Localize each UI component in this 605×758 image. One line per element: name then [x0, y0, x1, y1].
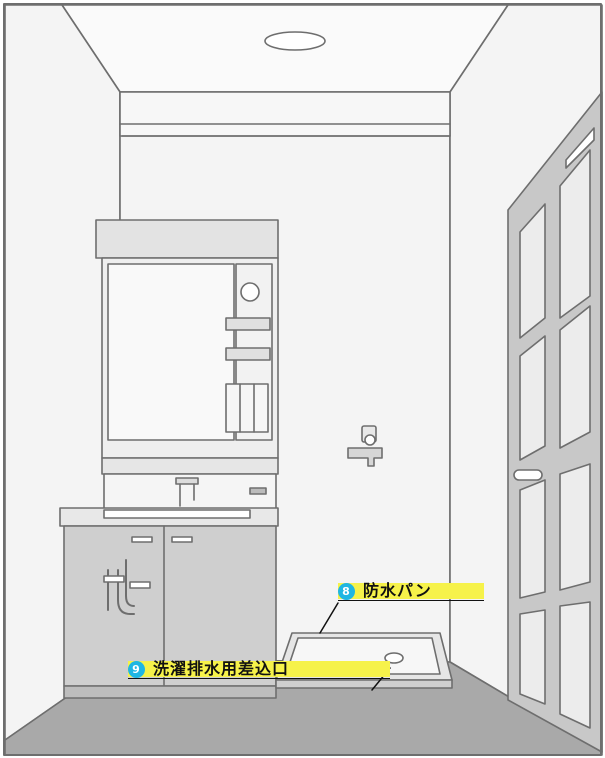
label-washing-drain-outlet: 9 洗濯排水用差込口 — [128, 658, 390, 680]
ceiling-light — [264, 31, 326, 51]
waterproof-pan — [275, 632, 453, 689]
mirror — [107, 263, 235, 441]
cabinet — [63, 525, 277, 687]
label-text: 洗濯排水用差込口 — [153, 659, 290, 678]
faucet — [175, 477, 199, 485]
frame — [3, 3, 602, 756]
leader-line-waterproof-pan — [319, 602, 339, 634]
label-underline — [128, 677, 390, 679]
label-text: 防水パン — [363, 581, 432, 600]
label-number-badge: 9 — [128, 660, 145, 678]
label-highlight — [338, 583, 484, 599]
label-highlight — [128, 661, 390, 677]
door-handle — [513, 469, 543, 481]
door — [507, 91, 603, 753]
vanity-unit — [59, 219, 279, 699]
label-number-badge: 8 — [338, 582, 355, 600]
drain-outlet — [384, 652, 404, 664]
label-waterproof-pan: 8 防水パン — [338, 580, 484, 602]
ceiling — [61, 4, 509, 93]
label-underline — [338, 599, 484, 601]
washing-faucet — [347, 425, 383, 467]
